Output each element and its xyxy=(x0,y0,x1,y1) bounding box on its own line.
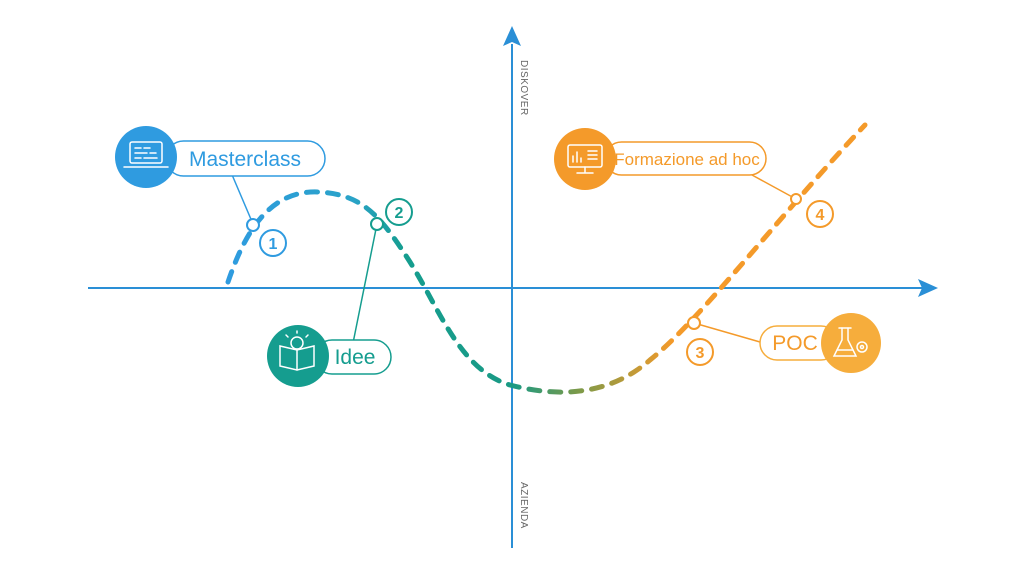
step-3-label: POC xyxy=(772,332,818,355)
laptop-code-icon xyxy=(123,141,169,168)
step-2-marker xyxy=(370,217,384,231)
step-3-connector xyxy=(693,322,761,343)
step-4-label: Formazione ad hoc xyxy=(614,150,760,169)
step-3-number-badge xyxy=(686,338,714,366)
step-4-connector xyxy=(751,174,797,200)
step-3-number: 3 xyxy=(696,345,705,362)
lightbulb-book-icon xyxy=(279,330,315,371)
axis-label-bottom: AZIENDA xyxy=(518,482,529,529)
step-3-marker xyxy=(687,316,701,330)
step-1-number-badge xyxy=(259,229,287,257)
step-1-connector xyxy=(229,169,254,225)
step-4-icon-circle xyxy=(554,128,616,190)
step-2-icon-circle xyxy=(267,325,329,387)
step-4-number: 4 xyxy=(816,207,825,224)
journey-curve xyxy=(225,122,868,395)
step-1-number: 1 xyxy=(269,236,278,253)
step-3-icon-circle xyxy=(821,313,881,373)
step-4-marker xyxy=(790,193,802,205)
vertical-axis-arrow-icon xyxy=(503,26,521,46)
step-2-number-badge xyxy=(385,198,413,226)
step-2-group: 2 Idee xyxy=(267,198,413,387)
step-2-number: 2 xyxy=(395,205,404,222)
axis-label-top: DISKOVER xyxy=(518,60,529,116)
monitor-chart-icon xyxy=(567,144,603,174)
step-2-connector xyxy=(351,223,378,349)
step-1-marker xyxy=(246,218,260,232)
horizontal-axis-arrow-icon xyxy=(918,279,938,297)
step-2-label: Idee xyxy=(335,346,376,369)
step-4-group: 4 Formazione ad hoc xyxy=(554,128,834,228)
step-4-number-badge xyxy=(806,200,834,228)
step-3-group: 3 POC xyxy=(686,313,881,373)
flask-gear-icon xyxy=(832,327,868,357)
step-1-label: Masterclass xyxy=(189,148,301,171)
step-1-icon-circle xyxy=(115,126,177,188)
step-1-group: 1 Masterclass xyxy=(115,126,326,257)
